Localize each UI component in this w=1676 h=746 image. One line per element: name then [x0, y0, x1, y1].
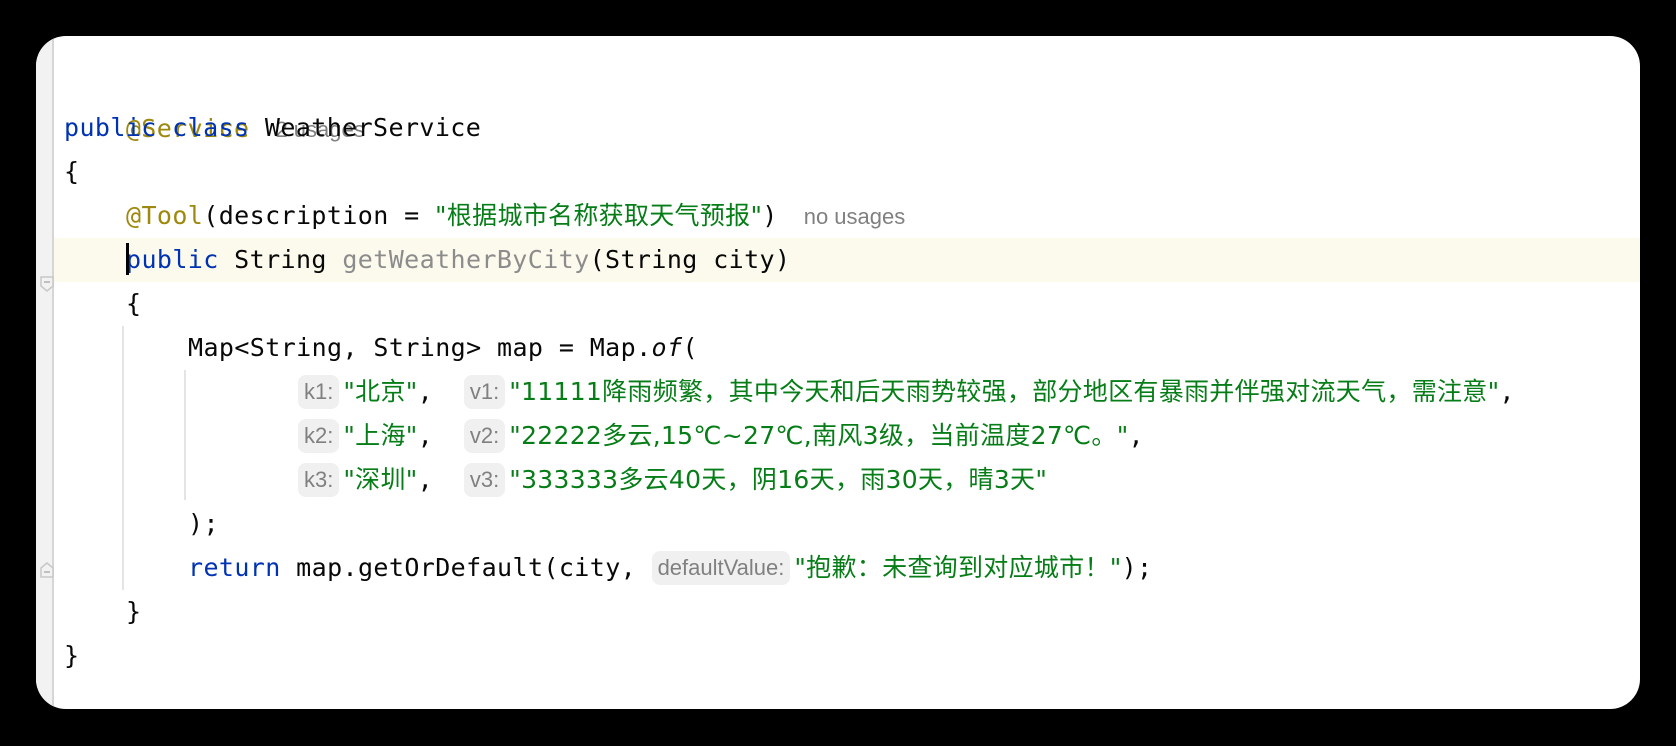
keyword-return: return — [188, 553, 281, 582]
close-paren: ) — [762, 201, 778, 230]
value-string: "333333多云40天，阴16天，雨30天，晴3天" — [509, 465, 1048, 494]
code-line-7[interactable]: Map<String, String> map = Map.of( — [188, 326, 698, 370]
description-string: "根据城市名称获取天气预报" — [435, 201, 763, 230]
code-line-9[interactable]: k2:"上海", v2:"22222多云,15℃~27℃,南风3级，当前温度27… — [298, 414, 1144, 458]
param-hint-k2: k2: — [298, 418, 340, 453]
param-hint-v3: v3: — [463, 462, 506, 497]
separator: , — [417, 465, 464, 494]
code-line-6[interactable]: { — [126, 289, 142, 318]
method-call: map.getOrDefault(city, — [296, 553, 652, 582]
comma: , — [1499, 377, 1515, 406]
indent-guide — [122, 326, 124, 590]
separator: , — [417, 421, 464, 450]
annotation-args: (description = — [203, 201, 436, 230]
annotation-tool: @Tool — [126, 201, 204, 230]
code-line-10[interactable]: k3:"深圳", v3:"333333多云40天，阴16天，雨30天，晴3天" — [298, 458, 1047, 502]
annotation-service: @Service — [125, 114, 250, 143]
open-paren: ( — [682, 333, 698, 362]
param-hint-default-value: defaultValue: — [651, 550, 791, 585]
code-line-5[interactable]: public String getWeatherByCity(String ci… — [126, 238, 790, 282]
code-line-14[interactable]: } — [64, 641, 80, 670]
map-declaration: Map<String, String> map = Map. — [188, 333, 652, 362]
code-line-11[interactable]: ); — [188, 509, 219, 538]
indent-guide — [184, 370, 186, 500]
fold-collapse-icon[interactable] — [40, 276, 54, 292]
value-string: "11111降雨频繁，其中今天和后天雨势较强，部分地区有暴雨并伴强对流天气，需注… — [509, 377, 1500, 406]
usages-hint[interactable]: no usages — [803, 204, 906, 229]
keyword-class: class — [172, 113, 250, 142]
fold-end-icon[interactable] — [40, 562, 54, 578]
param-hint-v2: v2: — [463, 418, 506, 453]
return-type: String — [234, 245, 327, 274]
comma: , — [1128, 421, 1144, 450]
statement-end: ); — [1121, 553, 1153, 582]
text-caret — [126, 243, 129, 275]
value-string: "22222多云,15℃~27℃,南风3级，当前温度27℃。" — [509, 421, 1129, 450]
key-string: "北京" — [343, 377, 418, 406]
default-string: "抱歉：未查询到对应城市！" — [794, 553, 1122, 582]
keyword-public: public — [126, 245, 219, 274]
keyword-public: public — [64, 113, 157, 142]
key-string: "上海" — [343, 421, 418, 450]
code-line-2[interactable]: public class WeatherService — [64, 106, 481, 150]
editor-gutter — [36, 36, 54, 709]
code-line-1[interactable]: @Service 2 usages — [64, 63, 365, 143]
usages-hint[interactable]: 2 usages — [275, 117, 365, 142]
code-editor[interactable]: @Service 2 usages public class WeatherSer… — [36, 36, 1640, 709]
param-hint-v1: v1: — [463, 374, 506, 409]
param-hint-k3: k3: — [298, 462, 340, 497]
method-params: (String city) — [589, 245, 791, 274]
class-name: WeatherService — [264, 113, 482, 142]
code-line-13[interactable]: } — [126, 597, 142, 626]
code-line-12[interactable]: return map.getOrDefault(city, defaultVal… — [188, 546, 1152, 590]
static-method-of: of — [651, 333, 683, 362]
param-hint-k1: k1: — [298, 374, 340, 409]
code-line-8[interactable]: k1:"北京", v1:"11111降雨频繁，其中今天和后天雨势较强，部分地区有… — [298, 370, 1515, 414]
code-line-3[interactable]: { — [64, 157, 80, 186]
separator: , — [417, 377, 464, 406]
current-line-highlight — [54, 238, 1640, 282]
key-string: "深圳" — [343, 465, 418, 494]
method-name: getWeatherByCity — [342, 245, 590, 274]
code-line-4[interactable]: @Tool(description = "根据城市名称获取天气预报") no us… — [126, 194, 905, 238]
